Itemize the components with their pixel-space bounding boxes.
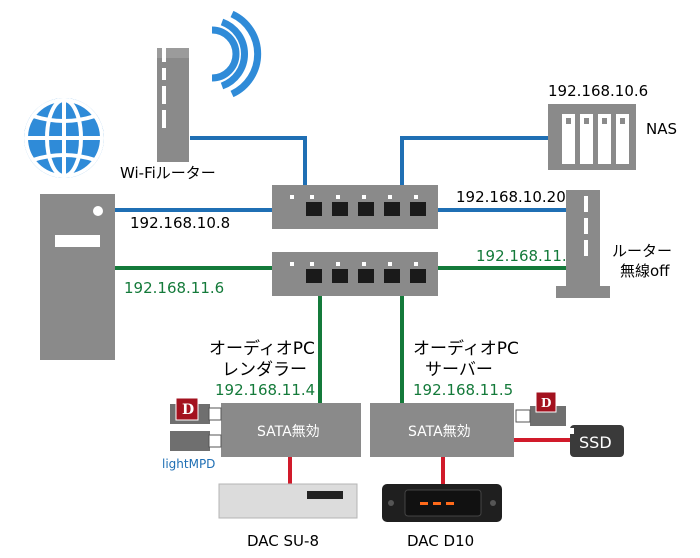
upper-switch-icon <box>272 185 438 229</box>
svg-text:D: D <box>182 402 194 418</box>
svg-text:D: D <box>541 396 551 410</box>
pc-ip-upper: 192.168.10.8 <box>130 214 230 232</box>
router-off-label-1: ルーター <box>612 242 672 260</box>
globe-icon <box>24 98 104 178</box>
dac-su8-icon <box>218 483 358 519</box>
server-title-1: オーディオPC <box>413 338 519 359</box>
nas-ip: 192.168.10.6 <box>548 82 648 100</box>
nas-icon <box>548 104 636 170</box>
lightmpd-label: lightMPD <box>162 457 215 471</box>
renderer-title-2: レンダラー <box>222 360 307 380</box>
lower-switch-icon <box>272 252 438 296</box>
renderer-box-label: SATA無効 <box>257 424 320 440</box>
wifi-router-label: Wi-Fiルーター <box>120 164 216 182</box>
usb-stick-server-icon: D <box>515 391 566 426</box>
usb-stick-icon <box>170 431 222 451</box>
nas-to-upper-switch-cable <box>400 136 548 185</box>
router-off-ip-upper: 192.168.10.201 <box>456 188 575 206</box>
nas-label: NAS <box>646 120 677 138</box>
server-ip: 192.168.11.5 <box>413 381 513 399</box>
server-box <box>370 403 514 457</box>
renderer-title-1: オーディオPC <box>209 338 315 359</box>
dac-left-label: DAC SU-8 <box>247 532 319 550</box>
router-off-label-2: 無線off <box>620 262 670 280</box>
dac-d10-icon <box>382 484 502 522</box>
red-cables <box>288 438 570 484</box>
wifi-router-icon <box>157 48 189 162</box>
router-off-ip-lower: 192.168.11.1 <box>476 247 576 265</box>
server-title-2: サーバー <box>425 360 493 380</box>
dac-right-label: DAC D10 <box>407 532 474 550</box>
ssd-label: SSD <box>579 433 612 452</box>
pc-ip-lower: 192.168.11.6 <box>124 279 224 297</box>
renderer-ip: 192.168.11.4 <box>215 381 315 399</box>
wifi-router-to-upper-switch-cable <box>190 136 307 185</box>
renderer-box <box>221 403 361 457</box>
green-cables <box>115 266 566 403</box>
router-off-icon <box>556 190 610 298</box>
pc-tower-icon <box>40 194 115 360</box>
wifi-signal-icon <box>211 10 262 98</box>
ssd-icon <box>570 425 624 457</box>
server-box-label: SATA無効 <box>408 424 471 440</box>
blue-cables <box>115 136 566 212</box>
usb-stick-lightmpd-icon: D <box>170 397 222 424</box>
